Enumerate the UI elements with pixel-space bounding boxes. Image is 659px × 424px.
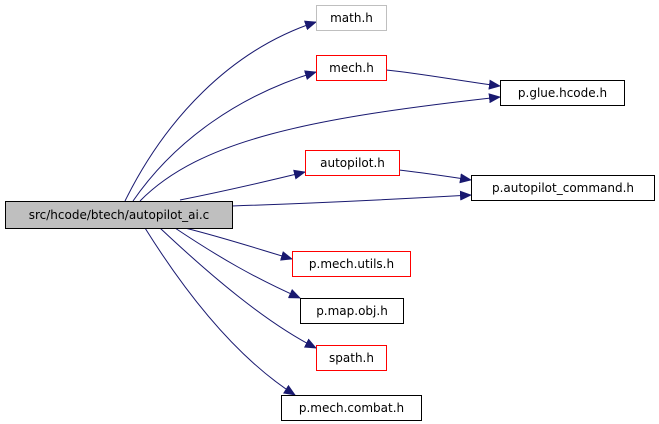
edge-autopilot-to-apcmd (398, 169, 472, 184)
spath-node-label: spath.h (329, 351, 374, 365)
combat-node-box (281, 395, 422, 421)
edge-root-to-apcmd (231, 190, 472, 207)
node-autopilot[interactable]: autopilot.h (305, 150, 400, 176)
root-node-label: src/hcode/btech/autopilot_ai.c (29, 208, 210, 222)
edge-root-to-mech (132, 70, 317, 202)
mapobj-node-label: p.map.obj.h (316, 304, 388, 318)
autopilot-node-box (305, 150, 400, 176)
edge-root-to-mechutils (184, 227, 293, 261)
glue-node-box (500, 80, 625, 106)
glue-node-label: p.glue.hcode.h (518, 86, 607, 100)
node-mapobj[interactable]: p.map.obj.h (300, 298, 404, 324)
spath-node-box (316, 345, 387, 371)
math-node-label: math.h (330, 11, 373, 25)
math-node-box (316, 5, 387, 31)
edge-root-to-combat (144, 227, 296, 396)
node-apcmd[interactable]: p.autopilot_command.h (471, 175, 655, 201)
autopilot-node-label: autopilot.h (320, 156, 385, 170)
root-node-box (5, 201, 233, 229)
mech-node-box (316, 55, 387, 81)
edge-root-to-glue (139, 93, 501, 202)
root-node: src/hcode/btech/autopilot_ai.c (5, 201, 233, 229)
combat-node-label: p.mech.combat.h (299, 401, 404, 415)
mechutils-node-label: p.mech.utils.h (309, 257, 394, 271)
nodes-layer: src/hcode/btech/autopilot_ai.c math.h mech… (5, 5, 655, 421)
node-mechutils[interactable]: p.mech.utils.h (292, 251, 411, 277)
edge-root-to-math (124, 20, 317, 202)
mechutils-node-box (292, 251, 411, 277)
apcmd-node-label: p.autopilot_command.h (492, 181, 634, 195)
edges-layer (124, 20, 501, 396)
edge-root-to-spath (159, 227, 317, 349)
node-spath[interactable]: spath.h (316, 345, 387, 371)
edge-root-to-autopilot (179, 169, 306, 201)
mapobj-node-box (300, 298, 404, 324)
mech-node-label: mech.h (329, 61, 374, 75)
apcmd-node-box (471, 175, 655, 201)
node-combat[interactable]: p.mech.combat.h (281, 395, 422, 421)
edge-mech-to-glue (385, 69, 501, 90)
edge-root-to-mapobj (174, 227, 301, 299)
node-math[interactable]: math.h (316, 5, 387, 31)
node-mech[interactable]: mech.h (316, 55, 387, 81)
node-glue[interactable]: p.glue.hcode.h (500, 80, 625, 106)
